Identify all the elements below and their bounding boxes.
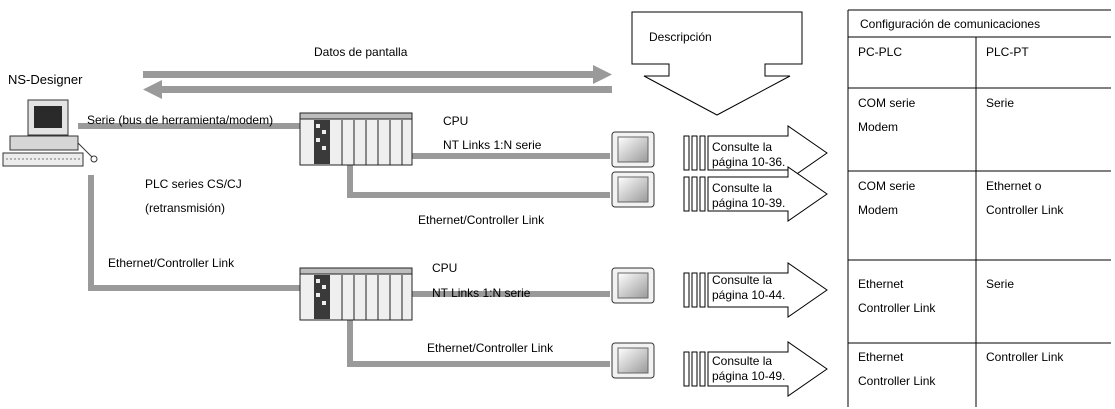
ethernet-left-label: Ethernet/Controller Link [108,256,235,270]
pt-terminal-4 [611,342,655,379]
row2-plcpt-line2: Controller Link [986,203,1064,217]
ref-4-line2: página 10-49. [712,369,785,383]
ns-designer-label: NS-Designer [8,72,83,87]
ref-4-line1: Consulte la [712,354,772,368]
plc2-nt-label: NT Links 1:N serie [432,286,531,300]
row1-pcplc-line1: COM serie [858,96,916,110]
row1-pcplc-line2: Modem [858,120,898,134]
pt-terminal-1 [611,131,655,168]
plc2-branch-label: Ethernet/Controller Link [427,341,554,355]
ref-3-line2: página 10-44. [712,288,785,302]
plc-label-line1: PLC series CS/CJ [145,177,242,191]
ref-3-line1: Consulte la [712,273,772,287]
plc-rack-1 [299,112,413,166]
ref-2-line1: Consulte la [712,181,772,195]
reference-arrow-1 [683,125,828,181]
description-callout [631,11,803,116]
row3-pcplc-line1: Ethernet [858,277,904,291]
plc1-cpu-label: CPU [443,114,468,128]
row3-plcpt-line1: Serie [986,277,1014,291]
plc-label-line2: (retransmisión) [145,201,225,215]
row3-pcplc-line2: Controller Link [858,301,936,315]
row2-pcplc-line1: COM serie [858,179,916,193]
screen-data-label: Datos de pantalla [314,45,408,59]
ref-1-line1: Consulte la [712,140,772,154]
row2-plcpt-line1: Ethernet o [986,179,1042,193]
row4-pcplc-line2: Controller Link [858,374,936,388]
plc1-branch-label: Ethernet/Controller Link [418,213,545,227]
row1-plcpt-line1: Serie [986,96,1014,110]
table-title: Configuración de comunicaciones [860,17,1040,31]
pt-terminal-3 [611,267,655,304]
reference-arrow-2 [683,166,828,222]
description-label: Descripción [649,30,712,44]
plc1-nt-label: NT Links 1:N serie [443,138,542,152]
plc-rack-2 [299,267,413,321]
cables [78,123,610,367]
row2-pcplc-line2: Modem [858,203,898,217]
table-header-plc-pt: PLC-PT [986,45,1029,59]
communications-table [847,9,1111,407]
pt-terminal-2 [611,171,655,208]
ref-1-line2: página 10-36. [712,155,785,169]
table-header-pc-plc: PC-PLC [858,45,902,59]
plc2-cpu-label: CPU [432,261,457,275]
row4-plcpt-line1: Controller Link [986,350,1064,364]
screen-data-arrows [143,65,612,99]
ref-2-line2: página 10-39. [712,196,785,210]
serial-tool-label: Serie (bus de herramienta/modem) [87,113,273,127]
reference-arrow-3 [683,262,828,318]
row4-pcplc-line1: Ethernet [858,350,904,364]
computer-icon [2,99,98,167]
reference-arrow-4 [683,341,828,397]
